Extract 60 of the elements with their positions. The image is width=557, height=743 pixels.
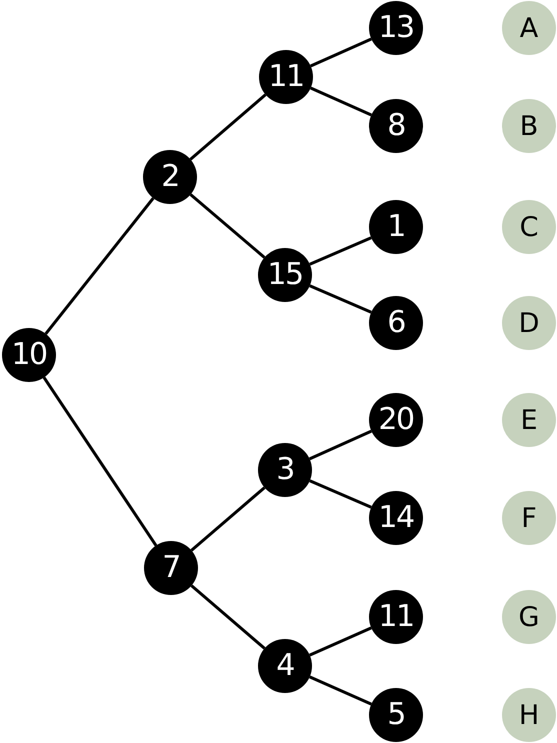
letter-label: G <box>518 604 540 630</box>
number-node <box>258 443 312 497</box>
connector-line <box>309 626 372 656</box>
connector-line <box>310 86 372 116</box>
node-value: 11 <box>268 62 304 92</box>
connector-line <box>309 479 372 509</box>
connector-line <box>44 197 154 335</box>
connector-line <box>309 676 372 706</box>
letter-circle <box>502 393 556 447</box>
number-node <box>259 50 313 104</box>
letter-label: A <box>520 14 538 42</box>
letter-label: D <box>518 310 540 336</box>
connector-line <box>42 376 158 546</box>
number-node <box>369 200 423 254</box>
connector-line <box>309 236 372 266</box>
node-value: 5 <box>387 700 405 730</box>
number-node <box>258 248 312 302</box>
number-node <box>369 393 423 447</box>
letter-circle <box>502 296 556 350</box>
number-node <box>369 296 423 350</box>
number-node <box>369 688 423 742</box>
connector-line <box>189 94 267 160</box>
number-node <box>369 1 423 55</box>
node-value: 6 <box>387 308 405 338</box>
letter-circle <box>502 200 556 254</box>
letter-label: E <box>520 406 538 434</box>
node-value: 2 <box>161 162 179 192</box>
letter-circle <box>502 1 556 55</box>
connector-line <box>190 486 266 552</box>
number-node <box>143 150 197 204</box>
number-node <box>369 491 423 545</box>
connector-line <box>309 430 372 460</box>
node-value: 11 <box>378 602 414 632</box>
node-value: 4 <box>276 651 294 681</box>
node-value: 15 <box>267 260 303 290</box>
number-node <box>2 328 56 382</box>
node-value: 10 <box>11 340 47 370</box>
node-value: 14 <box>378 503 414 533</box>
node-value: 3 <box>276 455 294 485</box>
node-value: 1 <box>387 212 405 242</box>
node-value: 20 <box>378 405 414 435</box>
letter-label: C <box>520 214 538 240</box>
letter-label: B <box>520 112 538 140</box>
letter-circle <box>502 590 556 644</box>
number-node <box>144 541 198 595</box>
connector-line <box>310 38 372 68</box>
node-value: 13 <box>378 13 414 43</box>
number-node <box>258 639 312 693</box>
connector-line <box>190 584 266 650</box>
letter-circle <box>502 491 556 545</box>
connector-line <box>190 193 266 259</box>
letter-label: H <box>518 702 540 728</box>
node-value: 8 <box>387 111 405 141</box>
connector-line <box>309 284 372 314</box>
number-node <box>369 590 423 644</box>
number-node <box>369 99 423 153</box>
node-value: 7 <box>162 553 180 583</box>
letter-circle <box>502 688 556 742</box>
letter-label: F <box>521 504 537 532</box>
letter-circle <box>502 99 556 153</box>
